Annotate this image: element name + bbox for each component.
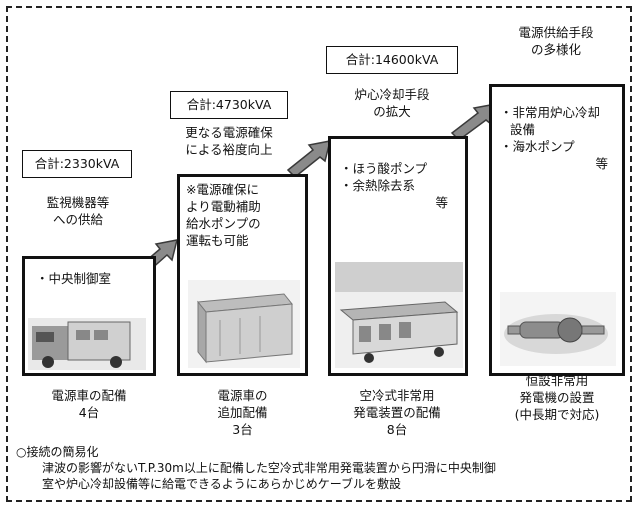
box-line: 運転も可能 — [186, 233, 249, 248]
stage1-box-text: ・中央制御室 — [36, 270, 111, 287]
box-line: 等 — [595, 156, 608, 171]
bottom-line: 8台 — [386, 422, 408, 437]
box-line: ・海水ポンプ — [500, 139, 575, 154]
bottom-line: 3台 — [232, 422, 253, 437]
caption-line: 更なる電源確保 — [185, 125, 273, 140]
box-line: ・中央制御室 — [36, 271, 112, 286]
bottom-line: 追加配備 — [217, 405, 268, 420]
caption-line: による裕度向上 — [185, 142, 273, 157]
caption-line: の多様化 — [530, 42, 581, 57]
note-line: 津波の影響がないT.P.30m以上に配備した空冷式非常用発電装置から円滑に中央制… — [42, 461, 496, 475]
stage4-box-text: ・非常用炉心冷却 設備 ・海水ポンプ 等 — [500, 104, 618, 172]
bottom-line: 発電装置の配備 — [353, 405, 441, 420]
connection-note: ○接続の簡易化 津波の影響がないT.P.30m以上に配備した空冷式非常用発電装置… — [16, 444, 626, 492]
power-truck-image — [28, 318, 146, 370]
stage1-bottom-label: 電源車の配備 4台 — [22, 387, 156, 421]
seawater-pump-image — [500, 292, 616, 366]
box-line: 給水ポンプの — [186, 216, 261, 231]
caption-line: 電源供給手段 — [518, 25, 594, 40]
stage3-caption: 炉心冷却手段 の拡大 — [326, 86, 458, 120]
stage2-caption: 更なる電源確保 による裕度向上 — [170, 124, 288, 158]
stage4-bottom-label: 恒設非常用 発電機の設置 (中長期で対応) — [482, 372, 632, 423]
caption-line: 炉心冷却手段 — [354, 87, 430, 102]
bottom-line: (中長期で対応) — [514, 407, 600, 422]
stage1-total: 合計:2330kVA — [22, 150, 132, 178]
bottom-line: 恒設非常用 — [525, 373, 589, 388]
stage2-bottom-label: 電源車の 追加配備 3台 — [177, 387, 308, 438]
stage4-caption: 電源供給手段 の多様化 — [488, 24, 624, 58]
stage3-box-text: ・ほう酸ポンプ ・余熱除去系 等 — [340, 160, 460, 211]
box-line: 設備 — [510, 122, 536, 137]
generator-unit-image — [188, 280, 300, 368]
note-heading: ○接続の簡易化 — [16, 445, 99, 459]
stage3-total: 合計:14600kVA — [326, 46, 458, 74]
caption-line: の拡大 — [373, 104, 411, 119]
box-line: より電動補助 — [186, 199, 261, 214]
stage3-bottom-label: 空冷式非常用 発電装置の配備 8台 — [322, 387, 472, 438]
stage1-caption: 監視機器等 への供給 — [22, 194, 134, 228]
bottom-line: 電源車の — [217, 388, 268, 403]
caption-line: 監視機器等 — [46, 195, 110, 210]
bottom-line: 電源車の配備 — [51, 388, 127, 403]
note-line: 室や炉心冷却設備等に給電できるようにあらかじめケーブルを敷設 — [42, 477, 402, 491]
bottom-line: 発電機の設置 — [519, 390, 595, 405]
box-line: ・非常用炉心冷却 — [500, 105, 601, 120]
box-line: ・余熱除去系 — [340, 178, 416, 193]
bottom-line: 4台 — [78, 405, 100, 420]
dashed-frame — [6, 6, 632, 502]
stage2-box-text: ※電源確保に より電動補助 給水ポンプの 運転も可能 — [186, 181, 261, 249]
box-line: ・ほう酸ポンプ — [340, 161, 428, 176]
stage2-total: 合計:4730kVA — [170, 91, 288, 119]
box-line: 等 — [435, 195, 448, 210]
caption-line: への供給 — [52, 212, 103, 227]
air-cooled-generator-image — [335, 262, 463, 368]
box-line: ※電源確保に — [186, 182, 259, 197]
bottom-line: 空冷式非常用 — [359, 388, 435, 403]
